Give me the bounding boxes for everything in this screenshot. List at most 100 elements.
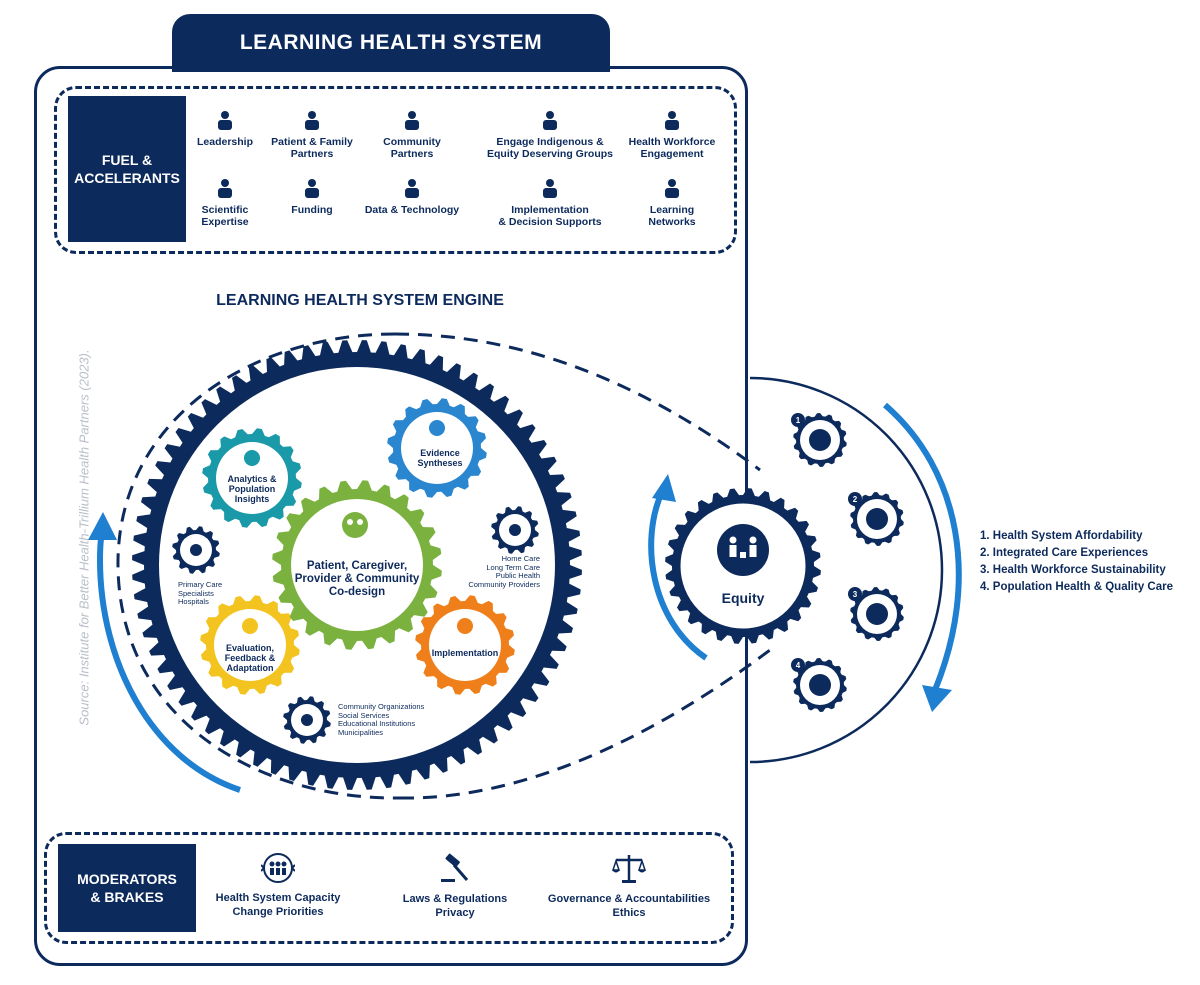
home-care-icon — [509, 524, 521, 536]
outcome-item: 4. Population Health & Quality Care — [980, 581, 1173, 593]
fuel-item-label: Community Partners — [383, 136, 441, 160]
moderator-capacity: Health System Capacity Change Priorities — [208, 851, 348, 919]
outcome-badge-icon-2 — [866, 508, 888, 530]
family-icon — [305, 111, 319, 130]
sector-community: Community Organizations Social Services … — [338, 702, 425, 737]
gear-codesign-center — [291, 499, 423, 631]
gear-analytics-label: Analytics & Population Insights — [227, 474, 277, 504]
equity-arrow-left — [648, 490, 708, 661]
fuel-item-label: Learning Networks — [648, 204, 696, 228]
codesign-icon-dot — [347, 519, 353, 525]
capacity-icon — [261, 853, 295, 883]
fuel-item-label: Scientific Expertise — [201, 204, 249, 228]
outcome-badge-icon-1 — [809, 429, 831, 451]
handshake-icon — [405, 111, 419, 130]
equity-icon-bg — [717, 524, 769, 576]
fuel-item: Engage Indigenous & Equity Deserving Gro… — [475, 108, 625, 160]
outcome-badge-number: 4 — [796, 661, 801, 670]
engine-dashed-outline-lower — [399, 648, 771, 800]
gavel-icon — [441, 853, 469, 882]
moderators-label-text: MODERATORS & BRAKES — [77, 871, 177, 905]
left-arrow-head — [88, 512, 117, 540]
fuel-item: Scientific Expertise — [165, 176, 285, 228]
fuel-accelerants-label: FUEL & ACCELERANTS — [68, 96, 186, 242]
equity-people-icon — [729, 536, 757, 558]
left-cycle-arrow — [96, 528, 241, 793]
monitor-icon — [405, 179, 419, 198]
outcomes-list: 1. Health System Affordability 2. Integr… — [980, 528, 1195, 596]
fuel-item: Learning Networks — [612, 176, 732, 228]
gear-evaluation-label: Evaluation, Feedback & Adaptation — [224, 643, 276, 673]
engine-dashed-outline — [116, 332, 401, 800]
evidence-icon — [429, 420, 445, 436]
gear-evidence-center — [401, 412, 473, 484]
network-icon — [665, 179, 679, 198]
funding-icon — [305, 179, 319, 198]
engine-dashed-outline-right — [394, 332, 761, 472]
fuel-item-label: Patient & Family Partners — [271, 136, 353, 160]
outcomes-arrow — [883, 402, 962, 692]
implementation-icon — [457, 618, 473, 634]
outcome-item: 3. Health Workforce Sustainability — [980, 564, 1166, 576]
equity-arrow-left-head — [652, 474, 676, 502]
gear-codesign-label: Patient, Caregiver, Provider & Community… — [294, 560, 420, 598]
fuel-item-label: Leadership — [196, 136, 254, 148]
atom-icon — [218, 179, 232, 198]
fuel-accelerants-panel — [54, 86, 737, 254]
gear-implementation-center — [429, 609, 501, 681]
fuel-item-label: Funding — [291, 204, 333, 216]
outcome-badge-number: 3 — [853, 590, 858, 599]
analytics-icon — [244, 450, 260, 466]
gear-implementation-label: Implementation — [431, 648, 499, 658]
outcome-badge-number-bg-2 — [848, 492, 862, 506]
evaluation-icon — [242, 618, 258, 634]
outcomes-arrow-head — [922, 685, 952, 712]
codesign-icon — [342, 512, 368, 538]
dashboard-icon — [543, 179, 557, 198]
outcome-badge-number-bg-1 — [791, 413, 805, 427]
outcome-badge-icon-3 — [866, 603, 888, 625]
gear-evaluation-center — [214, 609, 286, 681]
fuel-item: Implementation & Decision Supports — [475, 176, 625, 228]
moderator-capacity-text: Health System Capacity Change Priorities — [215, 892, 341, 918]
fuel-item-label: Implementation & Decision Supports — [498, 204, 602, 228]
community-icon — [301, 714, 313, 726]
fuel-item: Health Workforce Engagement — [612, 108, 732, 160]
fuel-item: Data & Technology — [352, 176, 472, 216]
sector-primary-care: Primary Care Specialists Hospitals — [178, 580, 223, 606]
outcome-item: 2. Integrated Care Experiences — [980, 547, 1149, 559]
leadership-icon — [218, 111, 232, 130]
equity-label: Equity — [721, 590, 765, 606]
fuel-item-label: Health Workforce Engagement — [628, 136, 716, 160]
sector-home-care: Home Care Long Term Care Public Health C… — [468, 554, 540, 589]
group-icon — [543, 111, 557, 130]
page-title: LEARNING HEALTH SYSTEM — [239, 31, 543, 54]
care-hands-icon — [665, 111, 679, 130]
outcome-badge-icon-4 — [809, 674, 831, 696]
scales-icon — [611, 855, 647, 883]
outcome-badge-number: 2 — [853, 495, 858, 504]
gear-evidence-label: Evidence Syntheses — [417, 448, 463, 468]
fuel-label-text: FUEL & ACCELERANTS — [74, 152, 180, 186]
outcome-badge-number-bg-3 — [848, 587, 862, 601]
fuel-item: Community Partners — [352, 108, 472, 160]
moderators-label: MODERATORS & BRAKES — [58, 844, 196, 932]
outcomes-semicircle — [749, 376, 944, 764]
moderator-governance-text: Governance & Accountabilities Ethics — [547, 893, 711, 919]
fuel-item: Leadership — [165, 108, 285, 148]
fuel-item: Patient & Family Partners — [252, 108, 372, 160]
moderator-laws: Laws & Regulations Privacy — [390, 852, 520, 920]
engine-title: LEARNING HEALTH SYSTEM ENGINE — [216, 292, 504, 309]
moderators-panel — [44, 832, 734, 944]
outcome-item: 1. Health System Affordability — [980, 530, 1143, 542]
fuel-item-label: Data & Technology — [364, 204, 460, 216]
fuel-item-label: Engage Indigenous & Equity Deserving Gro… — [486, 136, 614, 160]
codesign-icon-dot — [357, 519, 363, 525]
fuel-item: Funding — [252, 176, 372, 216]
gear-analytics-center — [216, 442, 288, 514]
moderator-laws-text: Laws & Regulations Privacy — [402, 893, 508, 919]
title-tab: LEARNING HEALTH SYSTEM — [172, 14, 610, 72]
outcome-badge-number: 1 — [796, 416, 801, 425]
moderator-governance: Governance & Accountabilities Ethics — [544, 852, 714, 920]
